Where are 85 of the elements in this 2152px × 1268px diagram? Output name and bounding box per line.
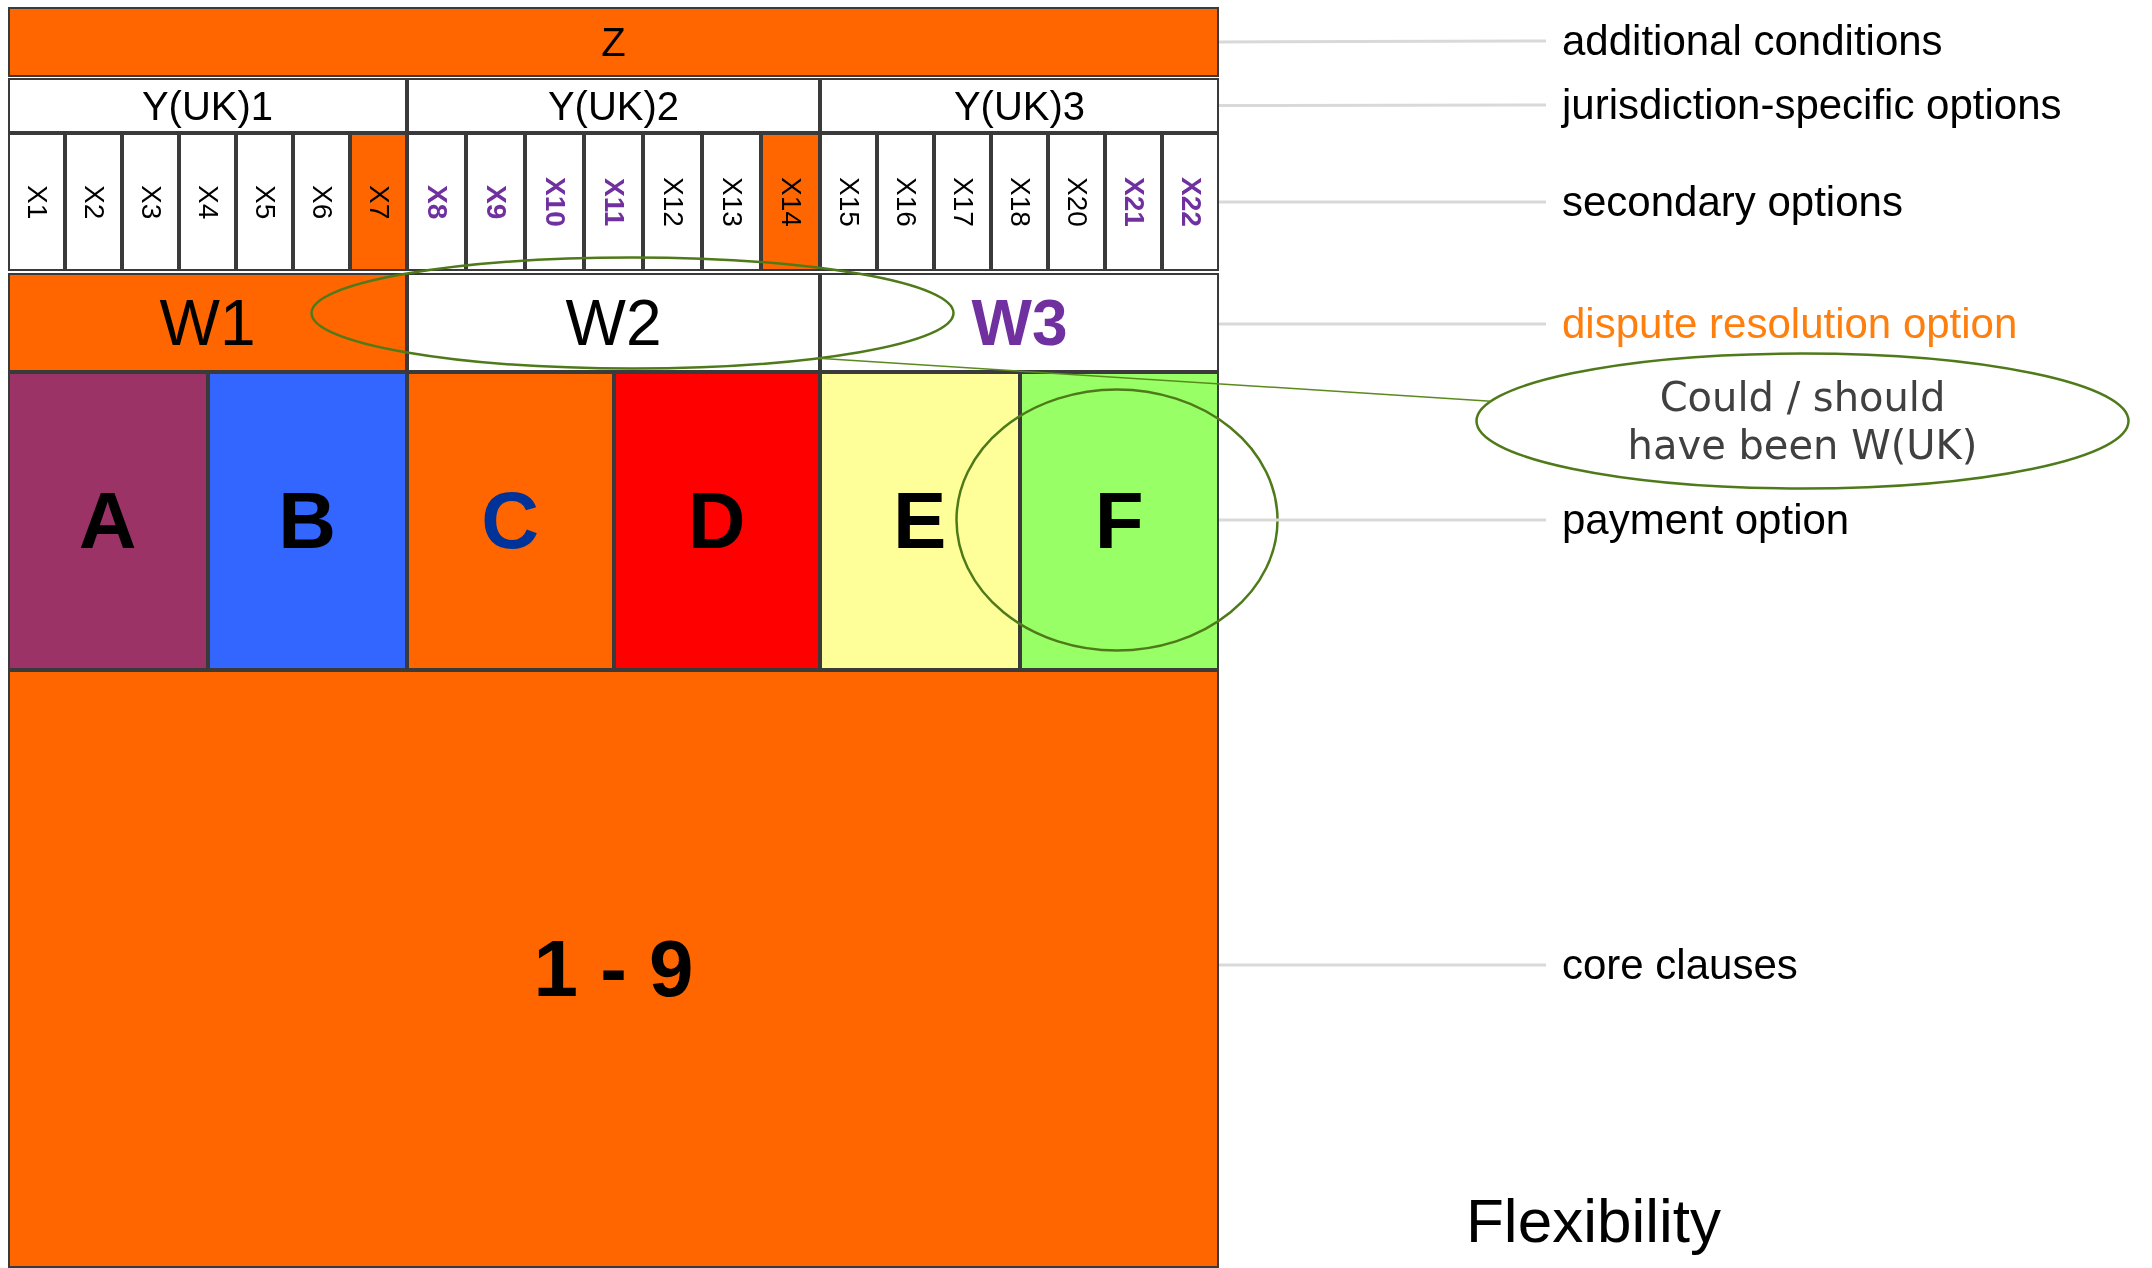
block-label: X21 <box>1119 177 1148 227</box>
option-cell <box>466 133 525 271</box>
option-cell <box>407 133 466 271</box>
block-label: A <box>78 481 137 561</box>
block-label: X6 <box>307 184 336 220</box>
block-label: E <box>893 481 947 561</box>
option-cell <box>934 133 991 271</box>
annotation-label: dispute resolution option <box>1562 303 2018 345</box>
option-cell <box>820 133 877 271</box>
block-label: X1 <box>22 184 51 220</box>
block-label: X15 <box>834 177 863 227</box>
section-header <box>407 78 820 133</box>
leader-line <box>1219 322 1546 326</box>
option-cell <box>8 133 65 271</box>
option-cell <box>761 133 820 271</box>
option-column <box>407 372 614 670</box>
option-cell <box>1162 133 1219 271</box>
block-label: X10 <box>540 177 569 227</box>
block-label: Y(UK)3 <box>953 85 1086 126</box>
option-column <box>820 372 1020 670</box>
block-label: B <box>278 481 337 561</box>
option-column <box>1019 372 1219 670</box>
block-label: X17 <box>948 177 977 227</box>
block-label: X9 <box>481 184 510 220</box>
option-cell <box>702 133 761 271</box>
block-label: D <box>687 481 746 561</box>
block-label: Y(UK)1 <box>141 85 274 126</box>
leader-line <box>1219 518 1546 522</box>
option-cell <box>1048 133 1105 271</box>
option-cell <box>877 133 934 271</box>
annotation-label: secondary options <box>1562 181 1903 223</box>
option-cell <box>293 133 350 271</box>
option-column <box>207 372 407 670</box>
option-cell <box>643 133 702 271</box>
highlight-ellipse <box>310 256 955 370</box>
block-label: Y(UK)2 <box>547 85 680 126</box>
leader-line <box>1219 103 1546 107</box>
option-cell <box>65 133 122 271</box>
block-label: X16 <box>891 177 920 227</box>
block-label: X3 <box>136 184 165 220</box>
block-label: X7 <box>364 184 393 220</box>
block-label: 1 - 9 <box>533 929 694 1009</box>
block-label: X13 <box>717 177 746 227</box>
block-label: X5 <box>250 184 279 220</box>
option-column <box>613 372 820 670</box>
option-cell <box>991 133 1048 271</box>
block-label: X12 <box>658 177 687 227</box>
option-band <box>8 273 407 372</box>
option-cell <box>122 133 179 271</box>
core-block <box>8 670 1219 1268</box>
annotation-label: core clauses <box>1562 944 1798 986</box>
block-label: X22 <box>1176 177 1205 227</box>
option-cell <box>179 133 236 271</box>
block-label: W2 <box>565 290 662 355</box>
block-label: C <box>481 481 540 561</box>
leader-line <box>1219 200 1546 204</box>
option-cell <box>584 133 643 271</box>
block-label: X14 <box>776 177 805 227</box>
block-label: Z <box>601 22 626 62</box>
option-column <box>8 372 208 670</box>
block-label: W1 <box>159 290 256 355</box>
section-header <box>8 78 407 133</box>
highlight-ellipse <box>955 388 1279 652</box>
option-cell <box>350 133 407 271</box>
annotation-label: jurisdiction-specific options <box>1562 84 2062 126</box>
leader-line <box>1219 963 1546 967</box>
option-band <box>820 273 1219 372</box>
block-label: X4 <box>193 184 222 220</box>
block-label: X8 <box>422 184 451 220</box>
block-label: W3 <box>971 290 1068 355</box>
block-label: F <box>1094 481 1144 561</box>
callout-ellipse <box>1475 352 2130 490</box>
annotation-label: payment option <box>1562 499 1850 541</box>
block-label: X2 <box>79 184 108 220</box>
option-cell <box>236 133 293 271</box>
leader-line <box>1219 39 1546 44</box>
section-header <box>820 78 1219 133</box>
callout-text: Could / should have been W(UK) <box>1626 373 1979 469</box>
header-bar <box>8 7 1219 77</box>
annotation-label: additional conditions <box>1562 20 1943 62</box>
block-label: X20 <box>1062 177 1091 227</box>
block-label: X11 <box>599 177 628 227</box>
option-cell <box>1105 133 1162 271</box>
option-cell <box>525 133 584 271</box>
block-label: X18 <box>1005 177 1034 227</box>
